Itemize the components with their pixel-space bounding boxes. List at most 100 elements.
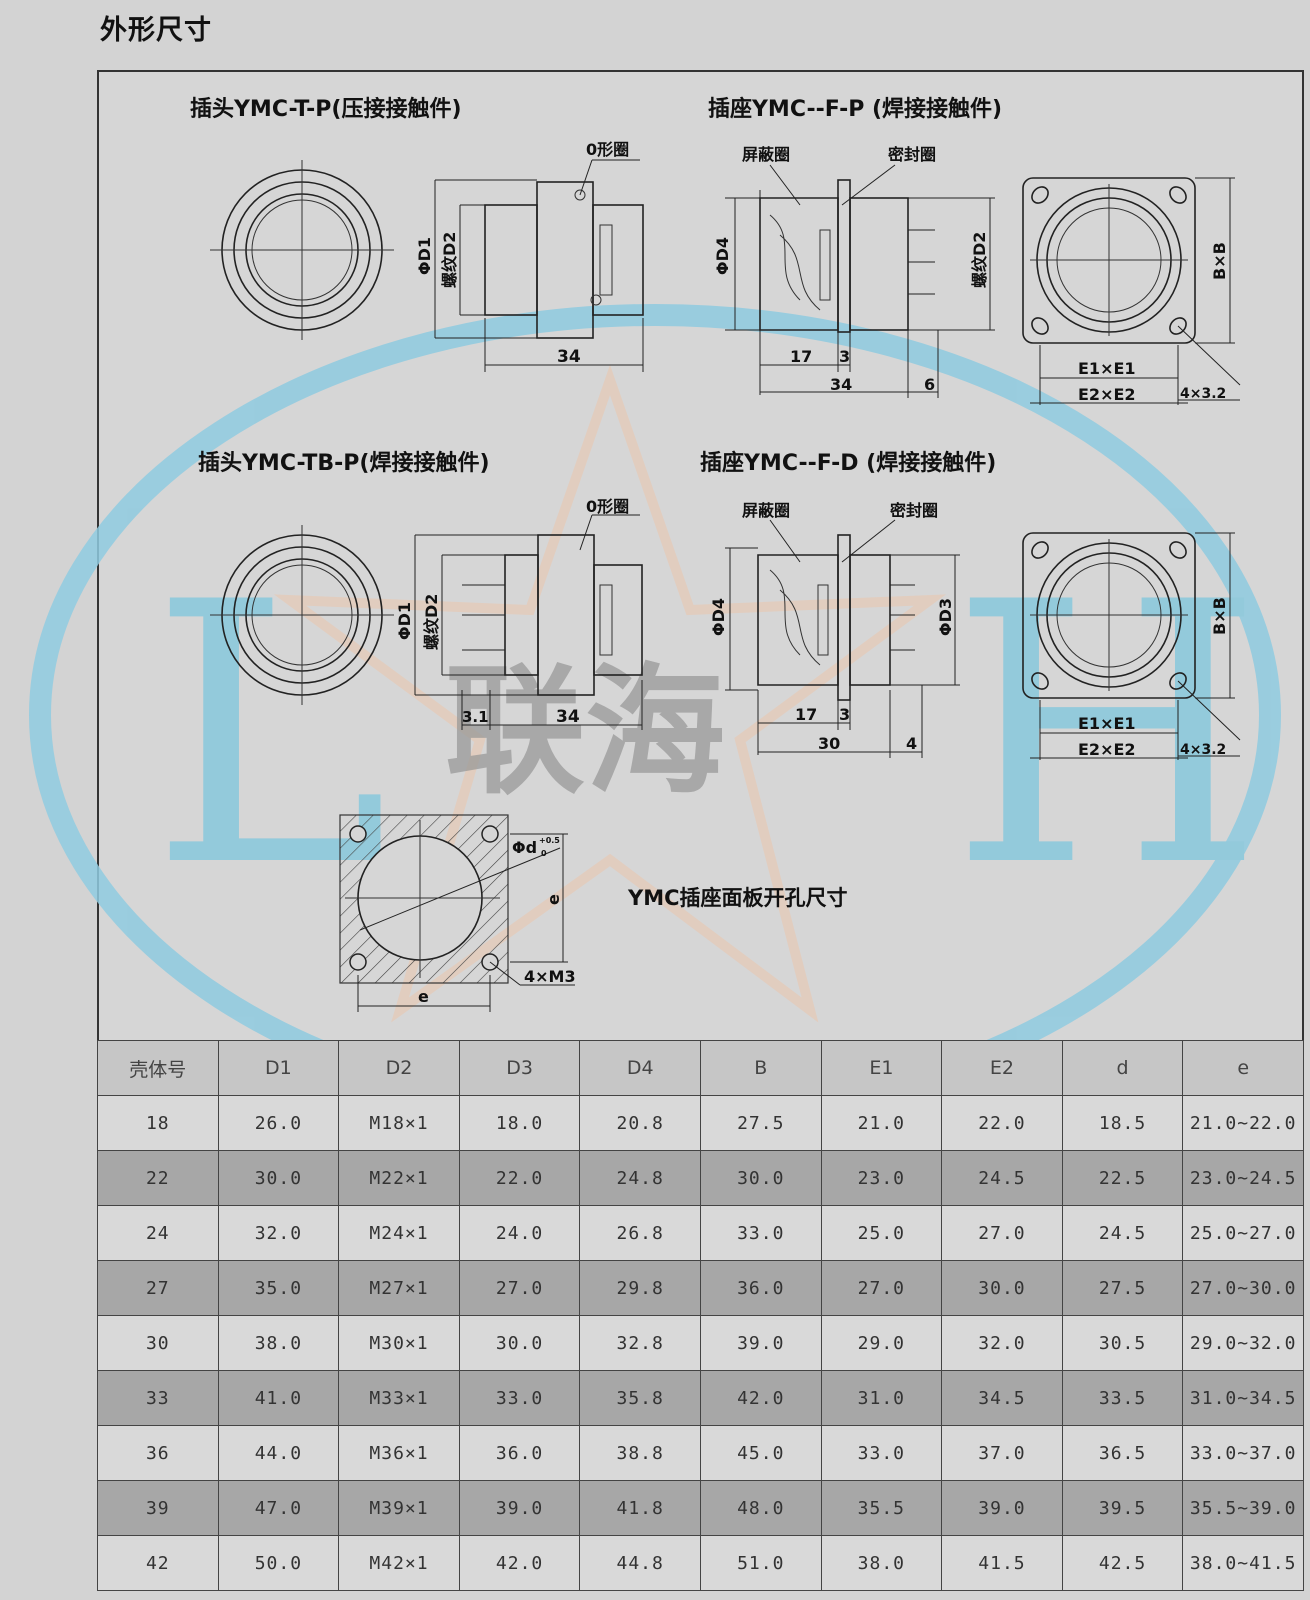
socket-fd-d3-label: ΦD3 <box>936 598 955 636</box>
table-cell: 27.0 <box>820 1260 943 1316</box>
table-cell: 45.0 <box>699 1425 822 1481</box>
table-cell: 30.0 <box>217 1150 340 1206</box>
drawing-flange-bottom: B×B E1×E1 E2×E2 4×3.2 <box>1022 532 1241 760</box>
table-cell: 39 <box>97 1480 219 1536</box>
header-b: B <box>699 1040 822 1096</box>
watermark-letter-h: H <box>950 526 1264 945</box>
table-cell: 30.0 <box>699 1150 822 1206</box>
table-cell: 36.0 <box>699 1260 822 1316</box>
table-cell: 26.0 <box>217 1095 340 1151</box>
table-cell: 25.0 <box>820 1205 943 1261</box>
technical-drawings: L H 联海 插头YMC-T-P(压接接触件) <box>29 96 1281 1040</box>
table-cell: 39.0 <box>458 1480 581 1536</box>
socket-fp-d4-label: ΦD4 <box>713 237 732 275</box>
watermark-center: 联海 <box>445 651 725 814</box>
table-cell: M39×1 <box>338 1480 460 1536</box>
table-cell: M18×1 <box>338 1095 460 1151</box>
table-cell: 22.0 <box>941 1095 1063 1151</box>
header-e2: E2 <box>941 1040 1063 1096</box>
table-cell: 33.0 <box>699 1205 822 1261</box>
table-cell: 39.0 <box>699 1315 822 1371</box>
plug-weld-dim-31: 3.1 <box>462 708 489 726</box>
table-cell: 48.0 <box>699 1480 822 1536</box>
panel-tol-lower: 0 <box>541 849 547 858</box>
drawing-socket-fp: 插座YMC--F-P (焊接接触件) 屏蔽圈 <box>708 96 1002 398</box>
table-cell: 39.5 <box>1061 1480 1184 1536</box>
plug-weld-o-ring-label: 0形圈 <box>586 497 629 516</box>
table-cell: 29.0 <box>820 1315 943 1371</box>
table-cell: M42×1 <box>338 1535 460 1591</box>
socket-fp-seal-label: 密封圈 <box>887 145 936 164</box>
table-cell: 38.0~41.5 <box>1182 1535 1304 1591</box>
header-e: e <box>1182 1040 1304 1096</box>
flange-bottom-e1-label: E1×E1 <box>1078 714 1136 733</box>
header-shell-size: 壳体号 <box>97 1040 219 1096</box>
drawing-flange-top: B×B E1×E1 E2×E2 4×3.2 <box>1022 177 1241 405</box>
table-cell: 38.8 <box>579 1425 701 1481</box>
socket-fd-title: 插座YMC--F-D (焊接接触件) <box>700 450 996 476</box>
drawing-socket-fd: 插座YMC--F-D (焊接接触件) 屏蔽圈 <box>700 450 996 758</box>
table-cell: 20.8 <box>579 1095 701 1151</box>
socket-fd-dim-4: 4 <box>906 734 917 753</box>
header-d1: D1 <box>217 1040 340 1096</box>
table-cell: 24.5 <box>1061 1205 1184 1261</box>
table-cell: 18.0 <box>458 1095 581 1151</box>
table-cell: 50.0 <box>217 1535 340 1591</box>
socket-fp-dim-3: 3 <box>839 347 850 366</box>
table-cell: 24.0 <box>458 1205 581 1261</box>
watermark: L H 联海 <box>29 304 1281 1040</box>
flange-top-e2-label: E2×E2 <box>1078 385 1136 404</box>
table-cell: 18 <box>97 1095 219 1151</box>
socket-fd-shield-label: 屏蔽圈 <box>742 501 790 520</box>
table-cell: 22.0 <box>458 1150 581 1206</box>
socket-fp-dim-17: 17 <box>790 347 812 366</box>
table-cell: 38.0 <box>217 1315 340 1371</box>
table-cell: M22×1 <box>338 1150 460 1206</box>
table-cell: 35.5~39.0 <box>1182 1480 1304 1536</box>
drawing-plug-crimp: 插头YMC-T-P(压接接触件) <box>190 96 644 372</box>
socket-fd-dim-17: 17 <box>795 705 817 724</box>
flange-top-holes-label: 4×3.2 <box>1180 386 1226 402</box>
panel-e-vertical: e <box>544 894 563 905</box>
header-d3: D3 <box>458 1040 581 1096</box>
table-cell: 27.0 <box>458 1260 581 1316</box>
header-d2: D2 <box>338 1040 460 1096</box>
table-cell: 39.0 <box>941 1480 1063 1536</box>
plug-weld-side-view <box>414 514 643 730</box>
plug-crimp-side-view <box>434 159 644 372</box>
table-cell: 24.5 <box>941 1150 1063 1206</box>
plug-crimp-front-view <box>210 160 394 340</box>
table-cell: 42.0 <box>458 1535 581 1591</box>
socket-fp-dim-6: 6 <box>924 375 935 394</box>
table-cell: 26.8 <box>579 1205 701 1261</box>
table-cell: 35.5 <box>820 1480 943 1536</box>
plug-crimp-length-label: 34 <box>557 347 581 367</box>
table-cell: M33×1 <box>338 1370 460 1426</box>
table-cell: 32.0 <box>941 1315 1063 1371</box>
table-cell: 24.8 <box>579 1150 701 1206</box>
table-cell: 33 <box>97 1370 219 1426</box>
table-cell: 47.0 <box>217 1480 340 1536</box>
table-cell: 41.0 <box>217 1370 340 1426</box>
panel-phi-d-label: Φd <box>512 838 537 857</box>
panel-tol-upper: +0.5 <box>539 836 560 845</box>
table-cell: M27×1 <box>338 1260 460 1316</box>
table-cell: 21.0~22.0 <box>1182 1095 1304 1151</box>
socket-fd-side-view <box>725 519 960 758</box>
table-cell: M30×1 <box>338 1315 460 1371</box>
table-cell: 32.0 <box>217 1205 340 1261</box>
socket-fp-side-view <box>725 164 995 398</box>
socket-fd-dim-30: 30 <box>818 734 840 753</box>
table-cell: 27 <box>97 1260 219 1316</box>
table-cell: 30.0 <box>941 1260 1063 1316</box>
plug-weld-front-view <box>210 525 394 705</box>
header-d: d <box>1061 1040 1184 1096</box>
socket-fd-seal-label: 密封圈 <box>889 501 938 520</box>
